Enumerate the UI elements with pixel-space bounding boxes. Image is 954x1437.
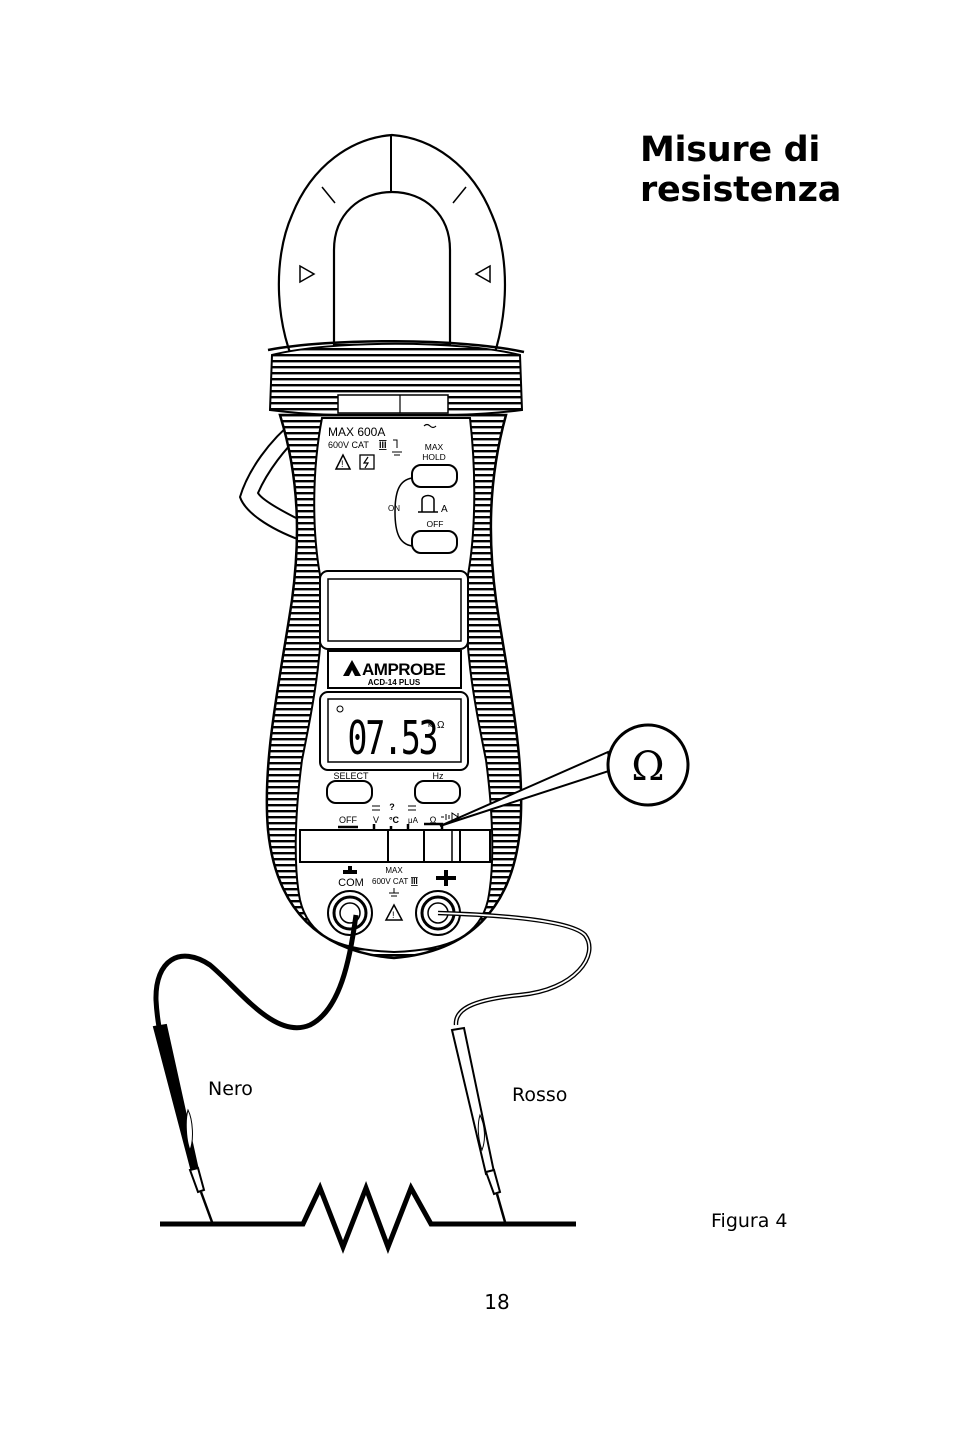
off-label: OFF xyxy=(427,519,444,529)
jack-rating-label: 600V CAT xyxy=(372,877,408,886)
dial-ua-label: μA xyxy=(408,816,419,825)
display-unit-prefix: k xyxy=(428,720,433,729)
svg-text:A: A xyxy=(441,504,448,515)
title-line-1: Misure di xyxy=(640,130,821,170)
com-minus-icon xyxy=(343,866,357,874)
select-label: SELECT xyxy=(333,771,369,781)
double-insulation-icon xyxy=(359,454,375,470)
title-line-2: resistenza xyxy=(640,170,842,210)
select-button[interactable] xyxy=(326,780,373,804)
hz-label: Hz xyxy=(433,771,444,781)
com-label: COM xyxy=(338,877,364,889)
svg-text:!: ! xyxy=(341,459,344,469)
dial-off-label: OFF xyxy=(339,815,357,825)
dial-ohm-label: Ω xyxy=(430,815,437,825)
jack-max-label: MAX xyxy=(385,866,403,875)
warning-icon xyxy=(334,453,352,470)
page-number: 18 xyxy=(484,1290,510,1314)
red-lead-label: Rosso xyxy=(512,1084,568,1106)
cat-rating-label: 600V CAT xyxy=(328,440,369,450)
on-label: ON xyxy=(388,504,400,513)
page-title: Misure di resistenza xyxy=(640,130,841,210)
black-lead-wire xyxy=(153,914,359,1036)
red-probe[interactable] xyxy=(450,1026,496,1176)
hz-button[interactable] xyxy=(414,780,461,804)
resistor-symbol xyxy=(160,1180,576,1255)
dial-temp-q: ? xyxy=(389,802,395,812)
jack-numeral: III xyxy=(411,877,418,886)
figure-caption: Figura 4 xyxy=(711,1210,788,1232)
max-hold-button[interactable] xyxy=(411,464,458,488)
callout-bubble xyxy=(606,723,690,807)
model-name: ACD-14 PLUS xyxy=(368,678,421,687)
brand-name: AMPROBE xyxy=(362,660,446,679)
plus-icon xyxy=(436,870,456,886)
svg-text:!: ! xyxy=(392,910,395,920)
max-hold-line2: HOLD xyxy=(422,452,446,462)
lcd-display xyxy=(327,698,462,763)
cat-numeral: III xyxy=(379,440,387,450)
max-hold-line1: MAX xyxy=(425,442,444,452)
black-probe[interactable] xyxy=(152,1023,200,1174)
display-reading: 07.53 xyxy=(348,713,437,766)
jack-warning-icon xyxy=(384,903,404,921)
clamp-jaw-opening xyxy=(332,190,452,347)
power-button[interactable] xyxy=(411,530,458,554)
dial-v-label: V xyxy=(373,815,379,825)
callout-symbol: Ω xyxy=(631,744,664,790)
dial-temp-label: °C xyxy=(389,815,400,825)
max-rating-label: MAX 600A xyxy=(328,425,385,439)
flashlight-icon xyxy=(418,494,438,513)
brand-logo-icon xyxy=(343,660,361,676)
display-unit: Ω xyxy=(437,720,445,731)
black-lead-label: Nero xyxy=(208,1078,253,1100)
